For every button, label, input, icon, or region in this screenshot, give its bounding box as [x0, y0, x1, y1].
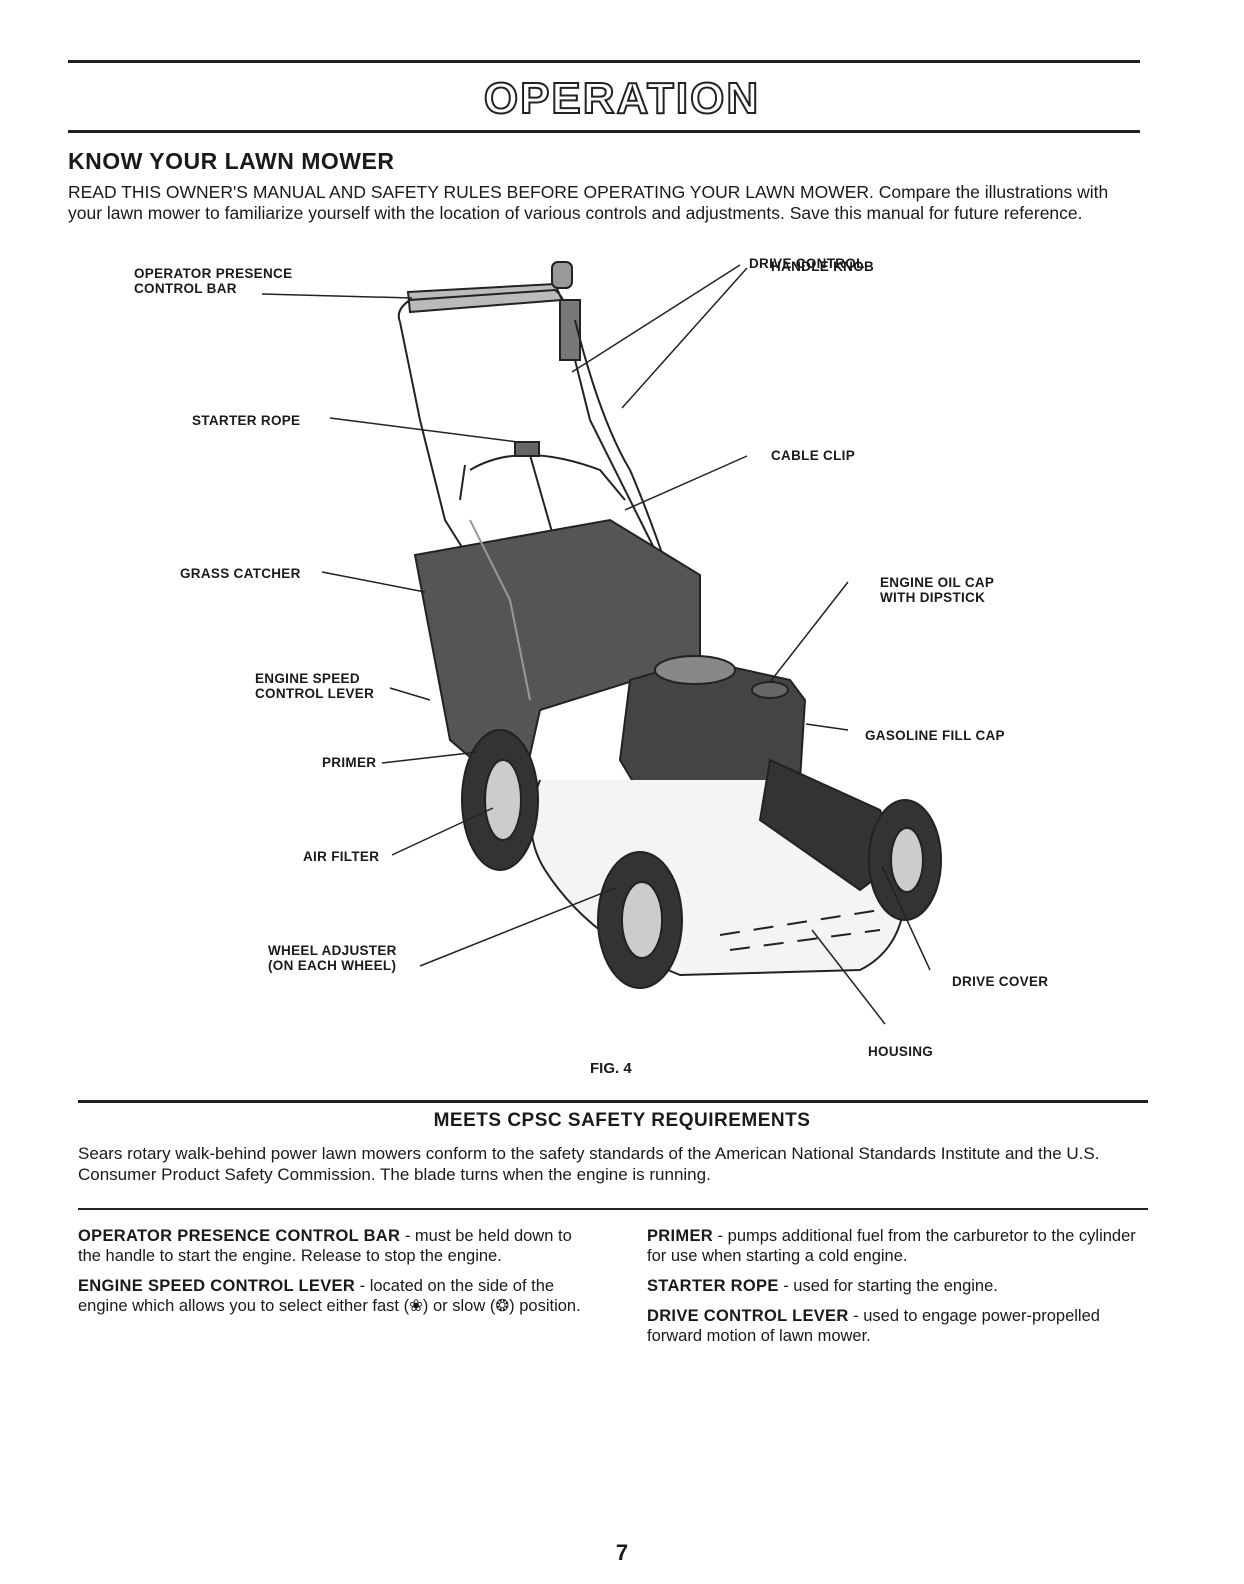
grass-catcher-shape	[413, 518, 701, 802]
leader-drive-control	[571, 264, 741, 373]
definition-desc: - must be held down to the handle to sta…	[78, 1227, 572, 1265]
definition-desc: - used for starting the engine.	[778, 1277, 998, 1295]
leader-primer	[381, 751, 479, 764]
cpsc-heading: MEETS CPSC SAFETY REQUIREMENTS	[433, 1110, 811, 1131]
callout-cable-clip: CABLE CLIP	[771, 448, 855, 463]
definition-item: DRIVE CONTROL LEVER - used to engage pow…	[647, 1306, 1147, 1346]
mower-drawing	[397, 261, 942, 989]
callout-starter-rope: STARTER ROPE	[192, 413, 301, 428]
oil-cap-shape	[751, 681, 789, 699]
callout-gasoline-fill-cap: GASOLINE FILL CAP	[865, 728, 1005, 743]
callout-drive-cover: DRIVE COVER	[952, 974, 1049, 989]
definition-term: OPERATOR PRESENCE CONTROL BAR	[78, 1227, 401, 1245]
leader-housing	[811, 929, 886, 1025]
leader-oil-cap	[769, 581, 849, 683]
callout-operator-presence: OPERATOR PRESENCE CONTROL BAR	[134, 266, 293, 296]
leader-gas-cap	[805, 723, 849, 731]
definition-item: STARTER ROPE - used for starting the eng…	[647, 1276, 1147, 1296]
leader-handle-knob	[621, 267, 748, 409]
definition-item: PRIMER - pumps additional fuel from the …	[647, 1226, 1147, 1266]
page-title: OPERATION	[483, 73, 761, 124]
callout-housing: HOUSING	[868, 1044, 934, 1059]
lawn-mower-illustration	[261, 261, 942, 1025]
cpsc-rule	[78, 1208, 1148, 1210]
definitions-right: PRIMER - pumps additional fuel from the …	[647, 1226, 1147, 1356]
section-rule	[78, 1100, 1148, 1103]
definition-desc: - located on the side of the engine whic…	[78, 1277, 581, 1315]
section-heading: KNOW YOUR LAWN MOWER	[68, 148, 395, 174]
figure-caption: FIG. 4	[590, 1060, 632, 1077]
leader-cable-clip	[624, 455, 748, 511]
leader-starter-rope	[329, 417, 519, 443]
definition-term: ENGINE SPEED CONTROL LEVER	[78, 1277, 356, 1295]
leader-drive-cover	[881, 865, 931, 971]
callout-drive-control: DRIVE CONTROL	[749, 256, 865, 271]
definition-desc: - pumps additional fuel from the carbure…	[647, 1227, 1136, 1265]
definition-item: ENGINE SPEED CONTROL LEVER - located on …	[78, 1276, 598, 1316]
title-rule	[68, 130, 1140, 133]
leader-air-filter	[391, 807, 494, 856]
handle-knob-shape	[551, 261, 573, 289]
definitions-left: OPERATOR PRESENCE CONTROL BAR - must be …	[78, 1226, 598, 1326]
handle-frame	[397, 288, 661, 561]
callout-grass-catcher: GRASS CATCHER	[180, 566, 301, 581]
definition-term: PRIMER	[647, 1227, 713, 1245]
callout-wheel-adjuster: WHEEL ADJUSTER (ON EACH WHEEL)	[268, 943, 397, 973]
top-rule	[68, 60, 1140, 63]
definition-term: STARTER ROPE	[647, 1277, 779, 1295]
leader-engine-speed	[389, 687, 431, 701]
intro-paragraph: READ THIS OWNER'S MANUAL AND SAFETY RULE…	[68, 182, 1109, 223]
leader-lines	[261, 264, 931, 1025]
definition-desc: - used to engage power-propelled forward…	[647, 1307, 1100, 1345]
cpsc-body: Sears rotary walk-behind power lawn mowe…	[78, 1144, 1100, 1184]
page-number: 7	[615, 1540, 629, 1565]
callout-engine-speed: ENGINE SPEED CONTROL LEVER	[255, 671, 375, 701]
leader-grass-catcher	[321, 571, 426, 593]
callout-handle-knob: HANDLE KNOB	[771, 259, 875, 274]
callout-primer: PRIMER	[322, 755, 377, 770]
definition-item: OPERATOR PRESENCE CONTROL BAR - must be …	[78, 1226, 598, 1266]
definition-term: DRIVE CONTROL LEVER	[647, 1307, 849, 1325]
leader-operator-bar	[261, 293, 413, 299]
leader-wheel-adjuster	[419, 887, 616, 967]
callout-engine-oil-cap: ENGINE OIL CAP WITH DIPSTICK	[880, 575, 995, 605]
callout-air-filter: AIR FILTER	[303, 849, 380, 864]
